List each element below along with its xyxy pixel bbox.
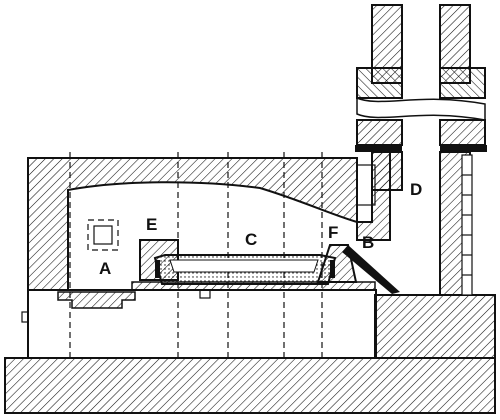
right-foundation [374,294,496,359]
molten-bath [169,259,319,273]
grate-support [57,291,136,309]
ground [4,357,496,414]
label-a: A [99,259,111,278]
hearth-base [131,281,376,291]
chamber-a-door [87,219,119,251]
bridge-wall-block [330,260,335,278]
front-wall-block [155,260,160,278]
side-bolt [21,311,29,323]
tap-stub [199,289,211,299]
chimney-stack [355,4,487,296]
label-b: B [362,233,374,252]
label-d: D [410,180,422,199]
flue-passage [356,152,391,241]
label-e: E [146,215,157,234]
label-f: F [328,223,338,242]
furnace-roof [27,157,358,291]
label-c: C [245,230,257,249]
port-b [342,245,400,294]
chamber-a-door-inner [93,225,113,245]
